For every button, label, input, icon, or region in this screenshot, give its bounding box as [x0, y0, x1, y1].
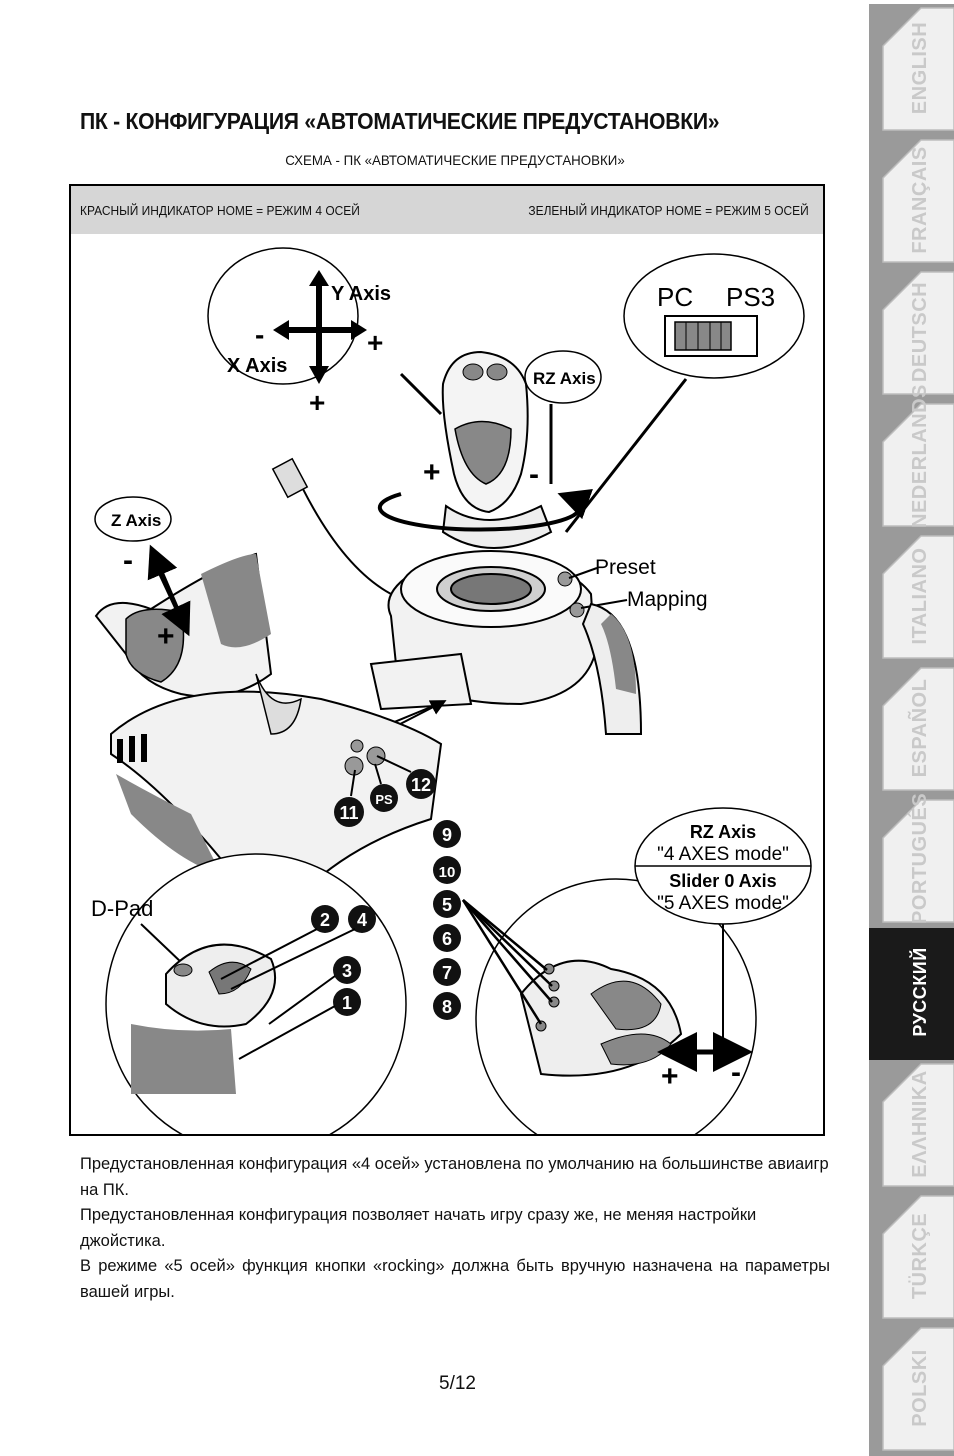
language-tab-label: NEDERLANDS — [909, 384, 931, 528]
language-tab-4[interactable]: NEDERLANDS — [869, 384, 954, 532]
x-plus-sign: + — [367, 327, 383, 358]
button-2-badge: 2 — [320, 910, 330, 930]
button-1-badge: 1 — [342, 993, 352, 1013]
rz-mode-title: RZ Axis — [690, 822, 756, 842]
y-minus-sign: - — [313, 265, 321, 292]
x-axis-label: X Axis — [227, 355, 287, 377]
language-tab-7[interactable]: PORTUGUÊS — [869, 792, 954, 928]
dpad-label: D-Pad — [91, 896, 153, 921]
language-tab-label: DEUTSCH — [909, 281, 931, 383]
z-plus-sign: + — [157, 620, 175, 653]
y-plus-sign: + — [309, 387, 325, 418]
base-buttons-detail: 9 10 5 6 7 8 + - — [433, 820, 757, 1134]
red-led-legend: КРАСНЫЙ ИНДИКАТОР HOME = РЕЖИМ 4 ОСЕЙ — [80, 203, 360, 218]
joystick-illustration: + - Preset Mapping — [271, 350, 708, 742]
language-tab-6[interactable]: ESPAÑOL — [869, 664, 954, 796]
language-tab-label: ΕΛΛΗΝΙΚΑ — [909, 1070, 931, 1178]
button-10-badge: 10 — [439, 864, 456, 881]
language-tab-5[interactable]: ITALIANO — [869, 532, 954, 664]
rz-axis-label: RZ Axis — [533, 369, 596, 388]
tab-shape — [869, 1192, 954, 1324]
slider-mode-title: Slider 0 Axis — [669, 871, 776, 891]
tab-shape — [869, 1324, 954, 1456]
page-title: ПК - КОНФИГУРАЦИЯ «АВТОМАТИЧЕСКИЕ ПРЕДУС… — [80, 108, 720, 134]
paragraph-5axes-rocker: В режиме «5 осей» функция кнопки «rockin… — [80, 1257, 830, 1301]
language-tab-10[interactable]: TÜRKÇE — [869, 1192, 954, 1324]
tab-shape — [869, 1060, 954, 1192]
language-tab-label: TÜRKÇE — [909, 1212, 931, 1300]
button-6-badge: 6 — [442, 929, 452, 949]
slider-plus-sign: + — [661, 1060, 679, 1093]
language-tab-3[interactable]: DEUTSCH — [869, 268, 954, 400]
dpad-detail: D-Pad 2 4 3 1 — [91, 853, 407, 1134]
rz-plus-sign: + — [423, 456, 441, 489]
language-tab-label: FRANÇAIS — [909, 146, 931, 254]
language-tab-1[interactable]: ENGLISH — [869, 4, 954, 136]
language-tab-label: PORTUGUÊS — [909, 792, 931, 924]
mapping-label: Mapping — [627, 588, 708, 611]
language-tab-9[interactable]: ΕΛΛΗΝΙΚΑ — [869, 1060, 954, 1192]
joystick-diagram: Y Axis X Axis - - + + PC PS3 RZ Axis — [91, 247, 812, 1134]
tab-shape — [869, 400, 954, 532]
y-axis-label: Y Axis — [331, 283, 391, 305]
rz-mode-subtitle: "4 AXES mode" — [657, 844, 789, 865]
button-7-badge: 7 — [442, 963, 452, 983]
z-minus-sign: - — [123, 544, 133, 577]
preset-label: Preset — [595, 556, 656, 579]
language-tab-label: POLSKI — [909, 1349, 931, 1427]
green-led-legend: ЗЕЛЕНЫЙ ИНДИКАТОР HOME = РЕЖИМ 5 ОСЕЙ — [528, 203, 809, 218]
language-tab-label: РУССКИЙ — [910, 947, 930, 1037]
button-12-badge: 12 — [411, 775, 431, 795]
mode-legend-bar: КРАСНЫЙ ИНДИКАТОР HOME = РЕЖИМ 4 ОСЕЙ ЗЕ… — [71, 186, 823, 234]
button-5-badge: 5 — [442, 895, 452, 915]
tab-shape — [869, 268, 954, 400]
button-11-badge: 11 — [339, 803, 358, 823]
button-9-badge: 9 — [442, 825, 452, 845]
z-axis-label: Z Axis — [111, 511, 161, 530]
paragraph-preset-usage: Предустановленная конфигурация позволяет… — [80, 1206, 757, 1250]
pc-ps3-switch-callout: PC PS3 — [564, 253, 805, 533]
rz-minus-sign: - — [529, 458, 539, 491]
tab-shape — [869, 532, 954, 664]
page-number: 5/12 — [439, 1373, 476, 1394]
tab-shape — [869, 796, 954, 928]
button-8-badge: 8 — [442, 997, 452, 1017]
language-tab-label: ENGLISH — [909, 21, 931, 115]
throttle-illustration: Z Axis - + — [94, 496, 443, 896]
pc-label: PC — [657, 282, 693, 312]
tab-shape — [869, 664, 954, 796]
language-tab-2[interactable]: FRANÇAIS — [869, 136, 954, 268]
paragraph-4axes-default: Предустановленная конфигурация «4 осей» … — [80, 1155, 829, 1199]
language-tab-8[interactable]: РУССКИЙ — [869, 928, 954, 1060]
tab-shape — [869, 4, 954, 136]
rocker-mode-callout: RZ Axis "4 AXES mode" Slider 0 Axis "5 A… — [634, 807, 812, 925]
button-4-badge: 4 — [357, 910, 367, 930]
figure-caption: СХЕМА - ПК «АВТОМАТИЧЕСКИЕ ПРЕДУСТАНОВКИ… — [285, 152, 625, 168]
xy-axis-callout: Y Axis X Axis - - + + — [207, 247, 443, 418]
language-tab-label: ITALIANO — [909, 547, 931, 645]
tab-shape — [869, 928, 954, 1060]
slider-mode-subtitle: "5 AXES mode" — [657, 893, 789, 914]
description-text: Предустановленная конфигурация «4 осей» … — [80, 1152, 830, 1305]
slider-minus-sign: - — [731, 1056, 741, 1089]
throttle-button-badges: 11 PS 12 — [334, 755, 436, 827]
rz-axis-callout: RZ Axis — [524, 350, 602, 484]
button-3-badge: 3 — [342, 961, 352, 981]
diagram-frame: КРАСНЫЙ ИНДИКАТОР HOME = РЕЖИМ 4 ОСЕЙ ЗЕ… — [69, 184, 825, 1136]
language-tab-label: ESPAÑOL — [909, 678, 931, 778]
button-ps-badge: PS — [375, 792, 393, 807]
tab-shape — [869, 136, 954, 268]
ps3-label: PS3 — [726, 282, 775, 312]
x-minus-sign: - — [255, 319, 264, 350]
language-tab-11[interactable]: POLSKI — [869, 1324, 954, 1456]
